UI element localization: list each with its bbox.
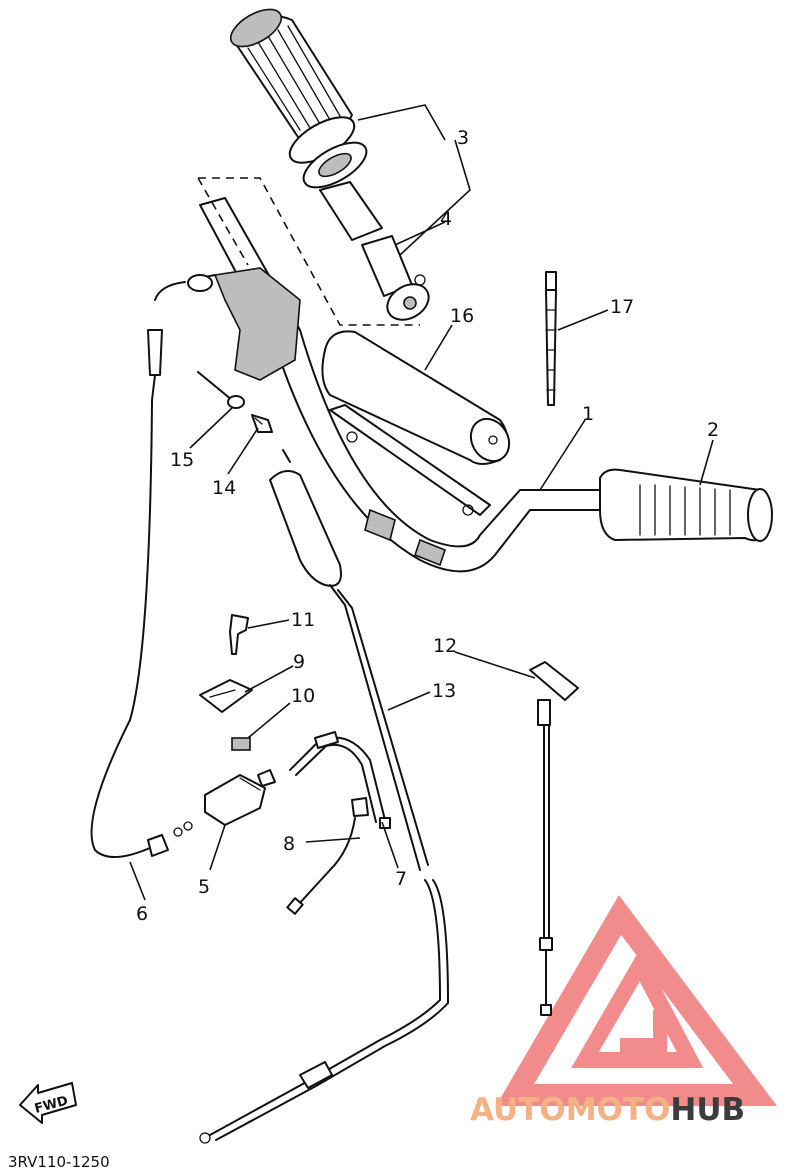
adjuster-bolt: [197, 371, 273, 433]
callout-10: 10: [291, 685, 315, 707]
lever-holder: [187, 177, 420, 381]
callout-13: 13: [432, 680, 456, 702]
callout-6: 6: [136, 903, 148, 925]
callout-1: 1: [582, 403, 594, 425]
callout-3: 3: [457, 127, 469, 149]
handlebar-pad: [321, 330, 511, 465]
watermark-hub: HUB: [670, 1092, 745, 1128]
switch-parts: [199, 614, 276, 826]
callout-leaders: [129, 104, 714, 901]
part-code: 3RV110-1250: [8, 1153, 110, 1171]
lever-cable-12: [529, 661, 579, 1016]
callout-labels: 3 4 16 17 1 2 15 14 11 9 10 12 13 8 7 5 …: [136, 127, 719, 925]
callout-7: 7: [395, 868, 407, 890]
callout-4: 4: [440, 208, 452, 230]
callout-16: 16: [450, 305, 474, 327]
callout-17: 17: [610, 296, 634, 318]
callout-8: 8: [283, 833, 295, 855]
cable-strap: [545, 271, 557, 406]
brake-cable: [286, 731, 391, 915]
watermark-text: AUTOMOTOHUB: [470, 1092, 745, 1128]
callout-2: 2: [707, 419, 719, 441]
callout-14: 14: [212, 477, 236, 499]
callout-11: 11: [291, 609, 315, 631]
throttle-sleeve: [319, 181, 430, 321]
watermark-auto: AUTO: [470, 1092, 566, 1128]
callout-15: 15: [170, 449, 194, 471]
watermark-moto: MOTO: [566, 1092, 671, 1128]
fwd-arrow: FWD: [19, 1082, 77, 1124]
callout-5: 5: [198, 876, 210, 898]
watermark-logo: [495, 895, 777, 1106]
callout-12: 12: [433, 635, 457, 657]
clutch-cable: [90, 281, 193, 858]
right-grip: [599, 468, 773, 542]
left-grip: [229, 8, 368, 189]
callout-9: 9: [293, 651, 305, 673]
throttle-cable: [199, 449, 449, 1144]
